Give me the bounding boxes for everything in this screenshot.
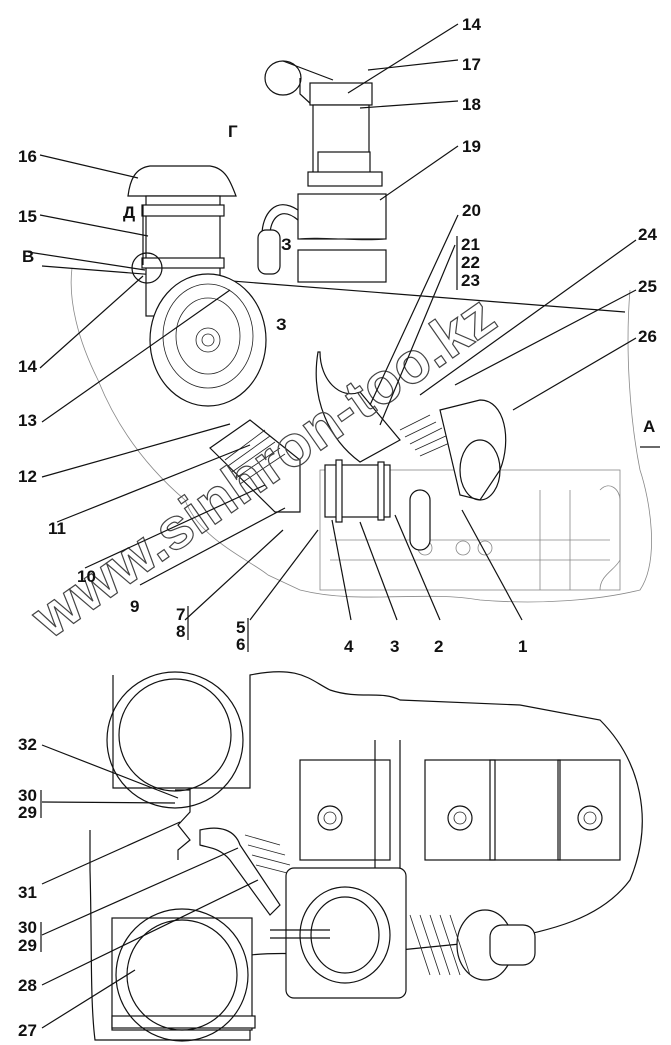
callout-28: 28 — [18, 976, 37, 995]
callout-10: 10 — [77, 567, 96, 586]
callout-29-lower: 29 — [18, 936, 37, 955]
callout-6: 6 — [236, 635, 245, 654]
view-mark-g: Г — [228, 122, 238, 141]
callout-23: 23 — [461, 271, 480, 290]
callout-22: 22 — [461, 253, 480, 272]
view-mark-a: А — [643, 417, 655, 436]
callout-11: 11 — [48, 519, 66, 538]
callout-8: 8 — [176, 622, 185, 641]
callout-4: 4 — [344, 637, 354, 656]
callout-18: 18 — [462, 95, 481, 114]
callout-16: 16 — [18, 147, 37, 166]
exhaust-pipe — [261, 60, 387, 283]
callout-26: 26 — [638, 327, 657, 346]
leader-lines-bottom — [41, 744, 259, 1029]
air-cleaner-bottom — [111, 789, 296, 1042]
callout-32: 32 — [18, 735, 37, 754]
callout-2: 2 — [434, 637, 443, 656]
engine-outline-bottom — [89, 671, 643, 1041]
callout-19: 19 — [462, 137, 481, 156]
callout-30-lower: 30 — [18, 918, 37, 937]
callout-20: 20 — [462, 201, 481, 220]
intake-pipe — [209, 351, 507, 551]
turbo-flange-bottom — [270, 867, 536, 999]
view-mark-z2: З — [276, 315, 287, 334]
callout-14: 14 — [462, 15, 481, 34]
callout-13: 13 — [18, 411, 37, 430]
callout-15: 15 — [18, 207, 37, 226]
callout-12: 12 — [18, 467, 37, 486]
callout-31: 31 — [18, 883, 37, 902]
air-cleaner-top — [127, 165, 281, 407]
callout-1: 1 — [518, 637, 527, 656]
view-mark-v: В — [22, 247, 34, 266]
engine-outline-top — [70, 267, 652, 603]
callout-30-upper: 30 — [18, 786, 37, 805]
leader-lines-top — [27, 23, 637, 621]
callout-24: 24 — [638, 225, 657, 244]
callout-9: 9 — [130, 597, 139, 616]
callout-3: 3 — [390, 637, 399, 656]
callout-14-lower: 14 — [18, 357, 37, 376]
view-mark-z1: З — [281, 235, 292, 254]
callout-29-upper: 29 — [18, 803, 37, 822]
callout-5: 5 — [236, 618, 245, 637]
callout-21: 21 — [461, 235, 480, 254]
callout-17: 17 — [462, 55, 481, 74]
callout-7: 7 — [176, 605, 185, 624]
frame-line — [41, 265, 626, 313]
callout-27: 27 — [18, 1021, 37, 1040]
callout-25: 25 — [638, 277, 657, 296]
view-mark-d: Д — [123, 203, 135, 222]
